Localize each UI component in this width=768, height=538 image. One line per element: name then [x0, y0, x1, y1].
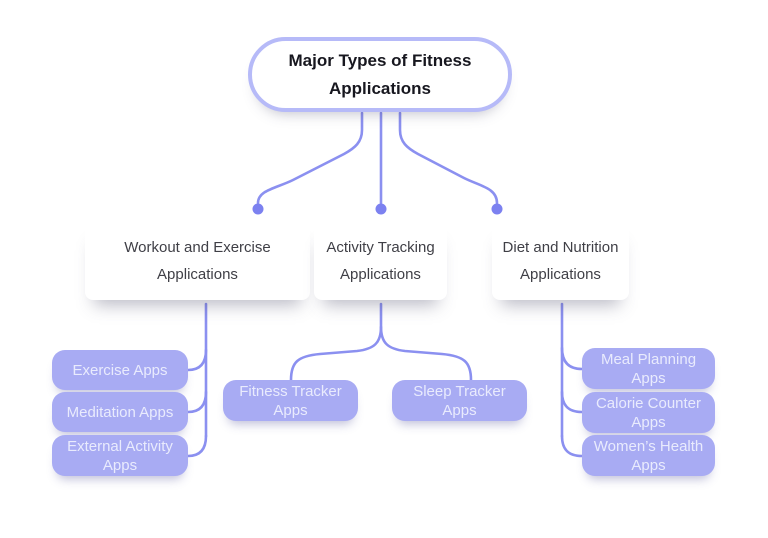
root-node: Major Types of Fitness Applications [248, 37, 512, 112]
leaf-meditation-apps: Meditation Apps [52, 392, 188, 432]
branch-label-diet: Diet and Nutrition Applications [492, 222, 629, 300]
connector-line [289, 302, 383, 382]
connector-line [398, 111, 499, 205]
connector-line [560, 390, 584, 414]
branch-label-activity: Activity Tracking Applications [314, 222, 447, 300]
connector-line [186, 390, 208, 414]
leaf-exercise-apps: Exercise Apps [52, 350, 188, 390]
leaf-external-activity-apps: External Activity Apps [52, 435, 188, 476]
leaf-fitness-tracker-apps: Fitness Tracker Apps [223, 380, 358, 421]
connector-line [379, 325, 473, 382]
branch-dots-group [252, 203, 503, 215]
connector-lines-group [186, 111, 584, 458]
connector-line [560, 346, 584, 371]
connector-line [186, 434, 208, 458]
connector-line [560, 434, 584, 458]
branch-label-workout: Workout and Exercise Applications [85, 222, 310, 300]
branch-dot [252, 203, 264, 215]
leaf-womens-health-apps: Women’s Health Apps [582, 435, 715, 476]
leaf-meal-planning-apps: Meal Planning Apps [582, 348, 715, 389]
connector-line [186, 348, 208, 372]
leaf-calorie-counter-apps: Calorie Counter Apps [582, 392, 715, 433]
leaf-sleep-tracker-apps: Sleep Tracker Apps [392, 380, 527, 421]
connector-line [256, 111, 364, 205]
branch-dot [375, 203, 387, 215]
branch-dot [491, 203, 503, 215]
